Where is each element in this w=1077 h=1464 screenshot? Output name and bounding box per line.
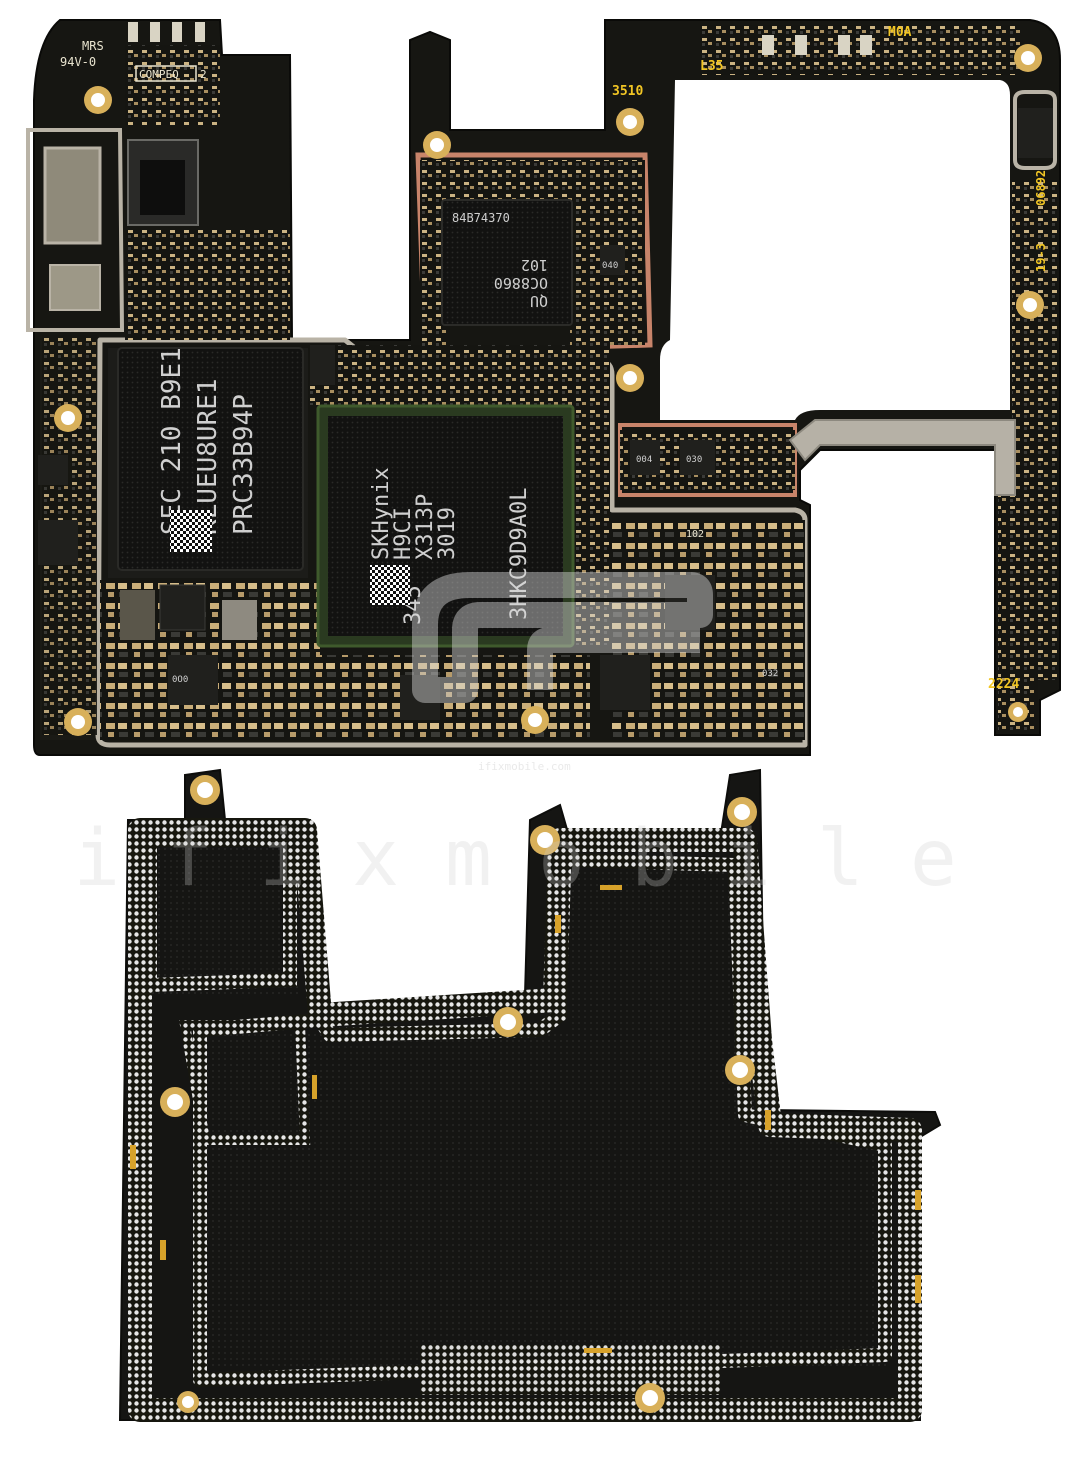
hynix-chip-line6: 3HKC9D9A0L xyxy=(507,488,532,620)
marking-000: 0O0 xyxy=(172,675,188,685)
top-board-cutout xyxy=(660,80,1010,420)
marking-032: 032 xyxy=(762,669,778,679)
skhynix-ram-chip: SKHynix H9CI X313P 3019 345 3HKC9D9A0L xyxy=(316,404,575,648)
small-ic xyxy=(38,455,68,485)
samsung-chip-line2: KLUEU8URE1 xyxy=(193,378,223,535)
testpad-ring-mid xyxy=(179,1020,311,1145)
small-ic xyxy=(168,655,218,705)
screw-hole xyxy=(1014,44,1042,72)
bottom-board xyxy=(118,768,942,1422)
silk-l35: L35 xyxy=(700,59,723,74)
samsung-chip-line3: PRC33B94P xyxy=(229,394,259,535)
small-ic xyxy=(665,575,715,630)
small-ic xyxy=(310,345,335,385)
wifi-module xyxy=(43,146,102,245)
testpad-ring-left xyxy=(143,833,297,993)
hynix-chip-line3: X313P xyxy=(413,494,438,560)
small-ic xyxy=(1018,108,1053,158)
silk-rating: 94V-0 xyxy=(60,55,96,69)
screw-hole xyxy=(1008,702,1028,722)
screw-holes-bottom xyxy=(160,775,757,1413)
screw-hole xyxy=(84,86,112,114)
shield-fence-pill xyxy=(1013,90,1057,170)
screw-hole xyxy=(1016,291,1044,319)
screw-hole xyxy=(635,1383,665,1413)
testpad-ring-outer xyxy=(128,818,922,1422)
qualcomm-chip-line4: 102 xyxy=(521,256,548,274)
pmic-chip xyxy=(159,584,206,631)
top-board: SEC 210 B9E1 KLUEU8URE1 PRC33B94P SKHyni… xyxy=(26,19,1061,756)
screw-holes-top xyxy=(54,44,1044,736)
watermark: ifixmobile.com xyxy=(412,572,713,773)
silk-102: 102 xyxy=(686,529,704,540)
screw-hole xyxy=(64,708,92,736)
screw-hole xyxy=(727,797,757,827)
samsung-chip-line1: SEC 210 B9E1 xyxy=(157,347,187,535)
samsung-ufs-chip: SEC 210 B9E1 KLUEU8URE1 PRC33B94P xyxy=(117,347,304,571)
silk-compeq-suffix: 2 xyxy=(200,68,207,81)
metal-bracket xyxy=(788,419,1016,496)
gold-pads-bottom xyxy=(130,885,921,1353)
qualcomm-chip-line3: OC8860 xyxy=(494,274,548,292)
rf-module xyxy=(49,264,101,311)
bga-field xyxy=(200,1140,890,1370)
silk-2224: 2224 xyxy=(988,677,1019,692)
small-ic xyxy=(630,440,660,475)
testpad-strip xyxy=(420,1345,720,1395)
small-ic xyxy=(600,655,650,710)
screw-hole xyxy=(725,1055,755,1085)
silk-m0a: M0A xyxy=(888,25,912,40)
silk-mrs: MRS xyxy=(82,39,104,53)
qualcomm-chip-line1: 84B74370 xyxy=(452,211,510,225)
screw-hole xyxy=(423,131,451,159)
marking-030: 030 xyxy=(686,455,702,465)
small-ic xyxy=(38,520,78,565)
small-ic xyxy=(400,675,440,720)
marking-004: 004 xyxy=(636,455,652,465)
screw-hole xyxy=(54,404,82,432)
bga-field xyxy=(200,1030,760,1140)
marking-040: 040 xyxy=(602,261,618,271)
screw-hole xyxy=(177,1391,199,1413)
hynix-chip-line4: 3019 xyxy=(435,507,460,560)
screw-hole xyxy=(493,1007,523,1037)
screw-hole xyxy=(530,825,560,855)
small-ic xyxy=(600,245,625,275)
silk-06892: 06892 xyxy=(1034,170,1048,206)
bga-field xyxy=(150,830,300,995)
screw-hole xyxy=(616,108,644,136)
hynix-chip-line1: SKHynix xyxy=(369,467,394,560)
silk-3510: 3510 xyxy=(612,84,643,99)
qualcomm-chip-line2: QU xyxy=(530,292,548,310)
screw-hole xyxy=(160,1087,190,1117)
shield-fence-left xyxy=(26,128,125,332)
hynix-chip-datamatrix xyxy=(370,565,410,605)
testpad-ring-inner xyxy=(193,853,892,1387)
watermark-url: ifixmobile.com xyxy=(478,760,571,773)
watermark-logo xyxy=(412,572,713,703)
samsung-chip-datamatrix xyxy=(170,510,212,552)
screw-hole xyxy=(616,364,644,392)
watermark-text: ifixmobile xyxy=(73,814,1003,904)
inductor xyxy=(222,600,257,640)
silk-19-3: 19-3 xyxy=(1034,243,1048,272)
hynix-chip-line2: H9CI xyxy=(391,507,416,560)
small-ic xyxy=(680,440,715,475)
silk-compeq: COMPEQ xyxy=(139,68,179,81)
screw-hole xyxy=(521,706,549,734)
top-edge-pads xyxy=(128,22,872,55)
qualcomm-chip: 84B74370 QU OC8860 102 xyxy=(441,199,573,326)
inductor xyxy=(120,590,155,640)
screw-hole xyxy=(190,775,220,805)
